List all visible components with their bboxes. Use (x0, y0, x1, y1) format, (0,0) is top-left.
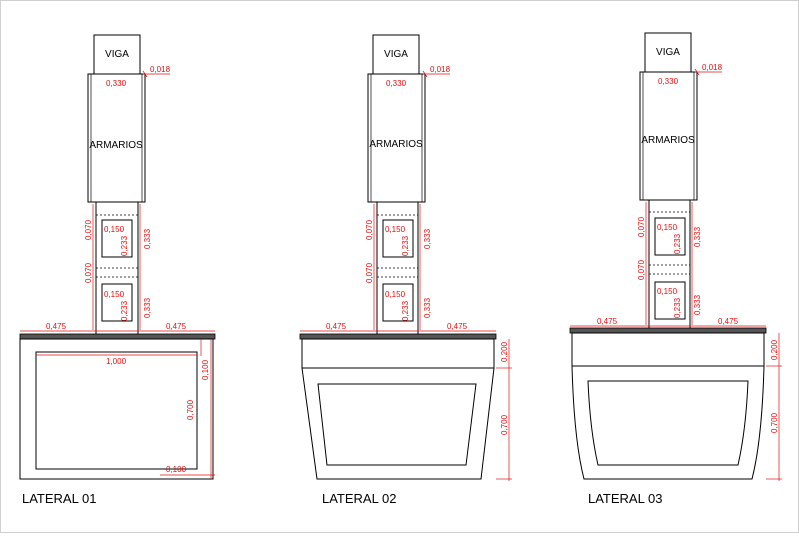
lateral-01-title: LATERAL 01 (22, 491, 96, 506)
dim-150-a: 0,150 (104, 225, 125, 234)
viga-label: VIGA (384, 49, 408, 60)
dim-150-a: 0,150 (657, 223, 678, 232)
base-opening (317, 383, 477, 466)
upper-opening (101, 219, 133, 258)
base-frame (19, 338, 214, 480)
dim-475-right: 0,475 (447, 322, 468, 331)
dim-150-b: 0,150 (385, 290, 406, 299)
armarios-label: ARMARIOS (641, 135, 695, 146)
dim-233-b: 0,233 (120, 300, 129, 321)
lower-opening (654, 281, 686, 320)
dim-233-a: 0,233 (401, 235, 410, 256)
dim-333-b: 0,333 (143, 297, 152, 318)
dim-070-a: 0,070 (365, 219, 374, 240)
dim-233-b: 0,233 (673, 297, 682, 318)
dim-1000: 1,000 (106, 357, 127, 366)
armarios-box (367, 73, 426, 203)
dim-233-a: 0,233 (120, 235, 129, 256)
dim-700: 0,700 (186, 399, 195, 420)
dim-070-a: 0,070 (637, 216, 646, 237)
dim-018: 0,018 (150, 65, 171, 74)
upper-opening (654, 217, 686, 256)
armarios-box (87, 73, 146, 203)
base-opening (35, 351, 198, 470)
dim-233-a: 0,233 (673, 233, 682, 254)
base-opening (587, 380, 749, 466)
dim-070-a: 0,070 (84, 219, 93, 240)
lateral-02-view: VIGA ARMARIOS 0,018 0,330 0,070 0,150 0,… (299, 34, 512, 506)
dim-150-a: 0,150 (385, 225, 406, 234)
dim-330: 0,330 (386, 79, 407, 88)
dim-330: 0,330 (658, 77, 679, 86)
armarios-label: ARMARIOS (369, 139, 423, 150)
dim-070-b: 0,070 (637, 259, 646, 280)
dim-333-a: 0,333 (423, 228, 432, 249)
top-slab (19, 333, 216, 340)
lateral-02-title: LATERAL 02 (322, 491, 396, 506)
dim-070-b: 0,070 (365, 262, 374, 283)
lateral-01-view: VIGA ARMARIOS 0,018 0,330 0,070 0,150 0,… (19, 34, 216, 506)
dim-150-b: 0,150 (104, 290, 125, 299)
dim-700: 0,700 (770, 412, 779, 433)
dim-018: 0,018 (430, 65, 451, 74)
dim-333-a: 0,333 (143, 228, 152, 249)
dim-330: 0,330 (106, 79, 127, 88)
armarios-box (639, 71, 698, 201)
top-slab (569, 327, 767, 334)
dim-100-v: 0,100 (201, 359, 210, 380)
dim-475-left: 0,475 (326, 322, 347, 331)
dim-700: 0,700 (500, 414, 509, 435)
dim-018: 0,018 (702, 63, 723, 72)
dim-475-right: 0,475 (718, 317, 739, 326)
dim-233-b: 0,233 (401, 300, 410, 321)
dim-150-b: 0,150 (657, 287, 678, 296)
lower-opening (382, 283, 414, 322)
upper-opening (382, 219, 414, 258)
dim-475-right: 0,475 (166, 322, 187, 331)
lower-opening (101, 283, 133, 322)
lateral-03-title: LATERAL 03 (588, 491, 662, 506)
viga-label: VIGA (105, 49, 129, 60)
base-frame (571, 332, 765, 480)
dim-200: 0,200 (500, 341, 509, 362)
dim-070-b: 0,070 (84, 262, 93, 283)
dim-100-h: 0,100 (166, 465, 187, 474)
dim-475-left: 0,475 (597, 317, 618, 326)
viga-label: VIGA (656, 47, 680, 58)
armarios-label: ARMARIOS (89, 140, 143, 151)
dim-200: 0,200 (770, 339, 779, 360)
lateral-03-view: VIGA ARMARIOS 0,018 0,330 0,070 0,150 0,… (569, 32, 782, 506)
top-slab (299, 333, 497, 340)
dim-333-b: 0,333 (423, 297, 432, 318)
dim-333-a: 0,333 (693, 226, 702, 247)
dim-333-b: 0,333 (693, 294, 702, 315)
dim-475-left: 0,475 (46, 322, 67, 331)
